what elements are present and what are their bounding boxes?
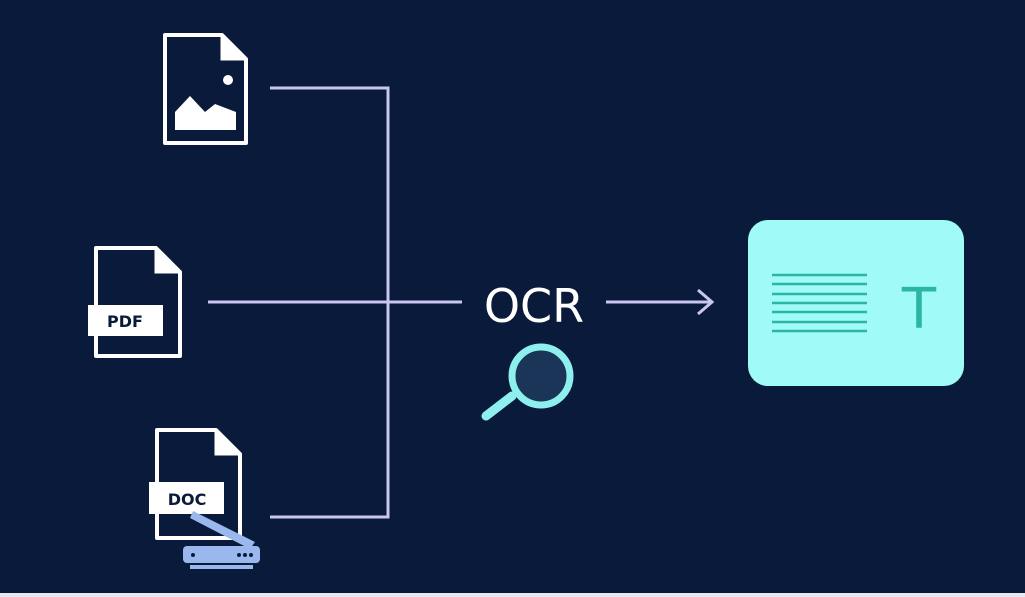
- scanner-icon: [183, 511, 260, 569]
- ocr-label: OCR: [484, 279, 584, 333]
- text-output-card: T: [748, 220, 964, 386]
- doc-file-icon: DOC: [149, 428, 242, 540]
- doc-label: DOC: [168, 490, 207, 509]
- pdf-label: PDF: [107, 312, 143, 331]
- magnifier-icon: [481, 343, 574, 421]
- text-lines-icon: [772, 273, 867, 333]
- connector-lines: [208, 86, 715, 519]
- arrow-icon: [606, 288, 715, 316]
- pdf-file-icon: PDF: [88, 246, 182, 358]
- bottom-edge: [0, 593, 1025, 597]
- text-glyph: T: [901, 277, 937, 342]
- image-file-icon: [163, 33, 248, 145]
